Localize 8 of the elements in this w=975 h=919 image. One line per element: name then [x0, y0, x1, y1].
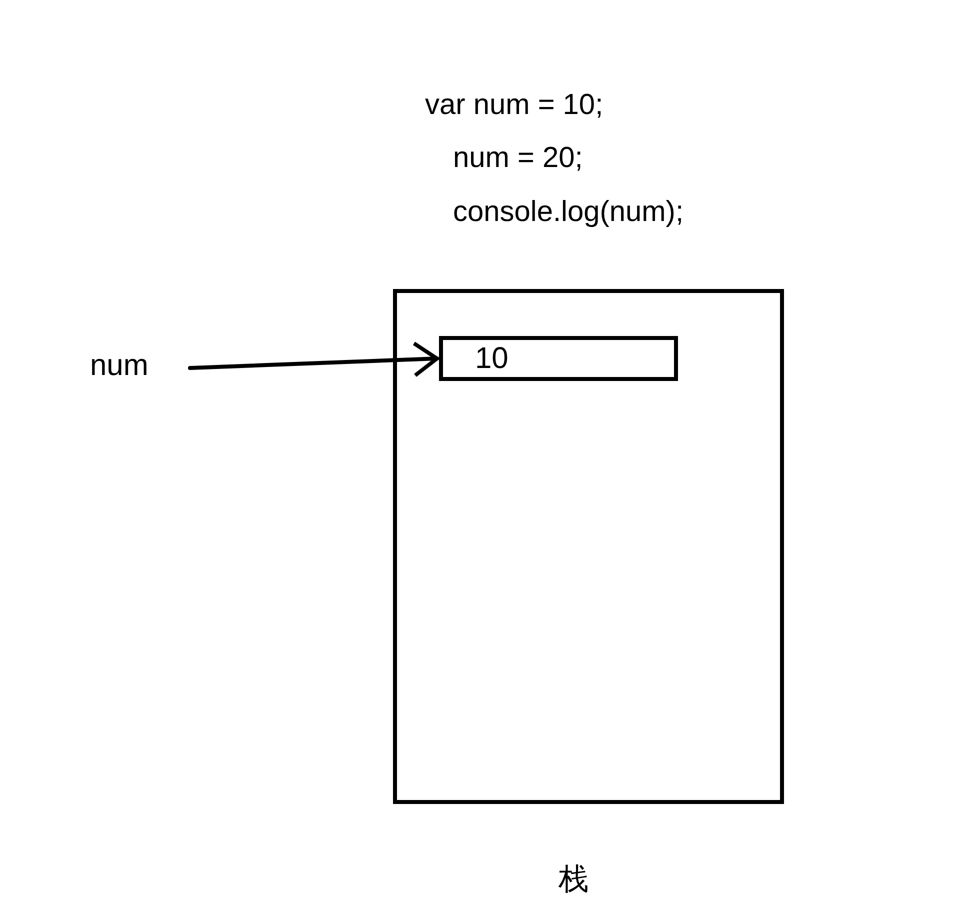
variable-name: num	[90, 349, 148, 383]
code-line: console.log(num);	[453, 195, 684, 229]
code-line: num = 20;	[453, 141, 583, 175]
stack-frame	[393, 289, 784, 804]
memory-cell: 10	[439, 336, 678, 381]
code-line: var num = 10;	[425, 88, 604, 122]
stack-caption: 栈	[558, 862, 588, 898]
arrow	[188, 341, 439, 378]
